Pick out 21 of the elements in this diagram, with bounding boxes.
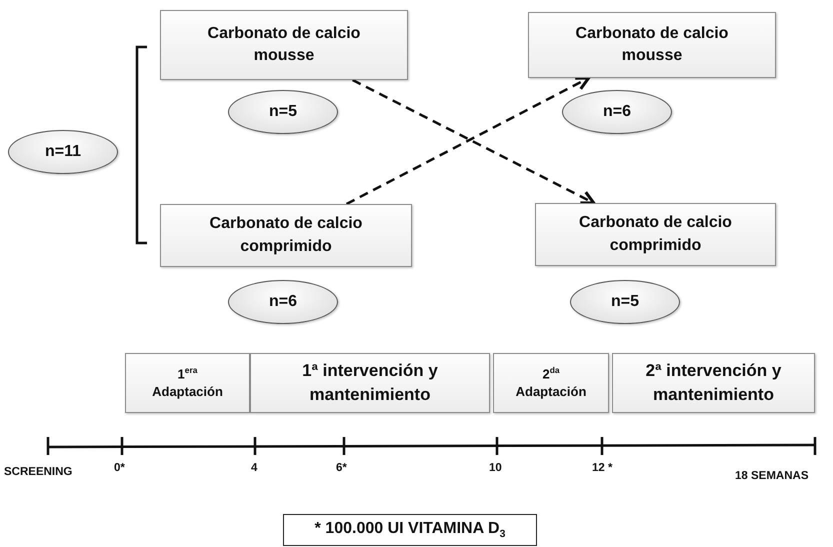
timeline-label: 10 [489, 462, 502, 474]
count-ellipse: n=6 [228, 280, 338, 324]
timeline-label: 6* [336, 462, 347, 474]
count-ellipse: n=5 [570, 280, 680, 324]
count-ellipse: n=11 [8, 130, 118, 174]
timeline-label: 12 * [592, 462, 612, 474]
timeline-label: 4 [251, 462, 258, 474]
group-box: Carbonato de calcio mousse [160, 10, 408, 80]
group-box: 1$^{era}$ Adaptación [125, 353, 250, 413]
group-box: Carbonato de calcio mousse [528, 12, 776, 78]
group-box: Carbonato de calcio comprimido [160, 204, 412, 267]
count-ellipse: n=5 [228, 90, 338, 134]
timeline-label: 0* [114, 462, 125, 474]
group-box: 2ª intervención y mantenimiento [612, 353, 815, 413]
group-box: 1ª intervención y mantenimiento [250, 353, 490, 413]
group-box: Carbonato de calcio comprimido [535, 203, 776, 266]
timeline-label: SCREENING [4, 466, 72, 478]
count-ellipse: n=6 [562, 90, 672, 134]
note-box: * 100.000 UI VITAMINA D$_{3}$ [283, 514, 537, 546]
group-box: 2$^{da}$ Adaptación [493, 353, 609, 413]
timeline-label: 18 SEMANAS [735, 470, 808, 482]
